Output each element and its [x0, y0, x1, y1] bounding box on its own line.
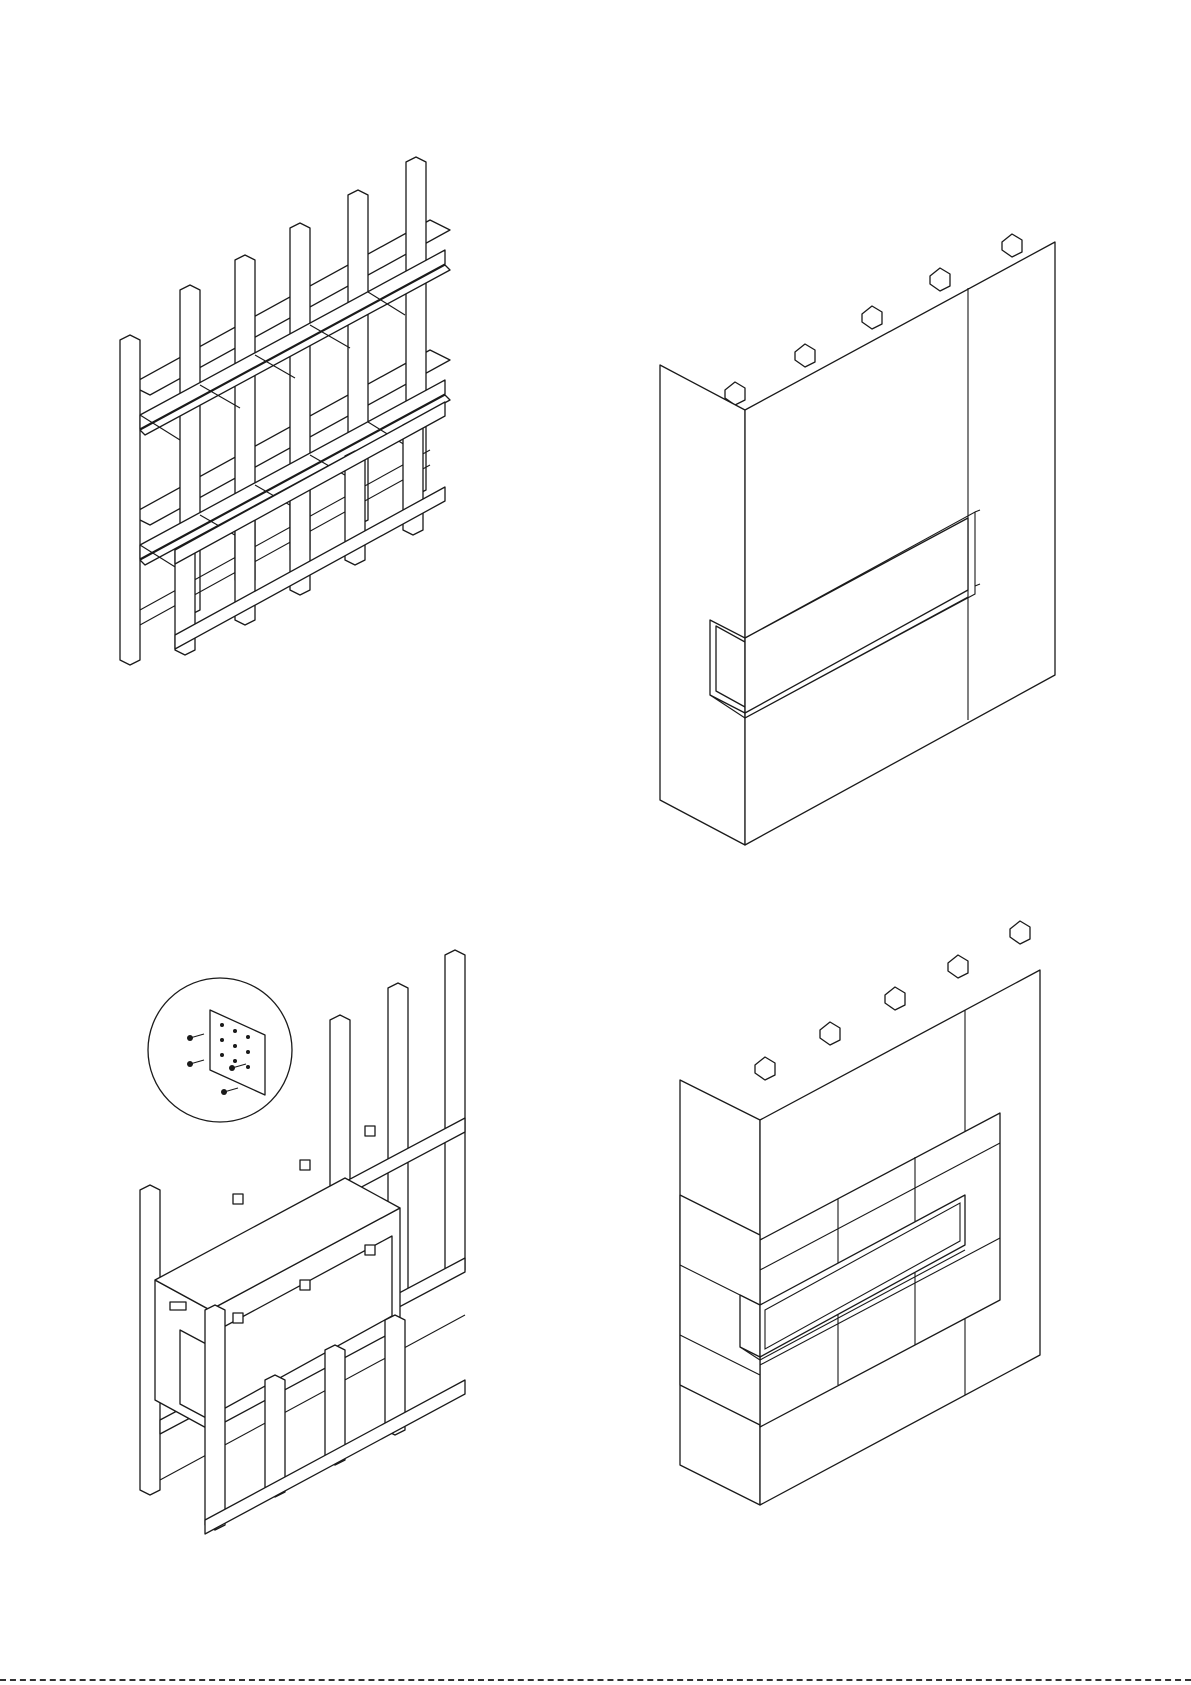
- control-plate: [170, 1302, 186, 1310]
- front-board-wall: [745, 242, 1055, 845]
- firebox-side-opening: [740, 1295, 760, 1357]
- framing-structure-drawing: [100, 140, 500, 700]
- tiled-wall-drawing: [670, 965, 1070, 1525]
- frame-with-firebox-drawing: [140, 980, 520, 1540]
- finished-board-wall-drawing: [650, 240, 1070, 860]
- side-return-panel: [660, 365, 745, 845]
- bracket-detail-callout: [148, 978, 292, 1122]
- page-bottom-rule: [0, 1679, 1191, 1681]
